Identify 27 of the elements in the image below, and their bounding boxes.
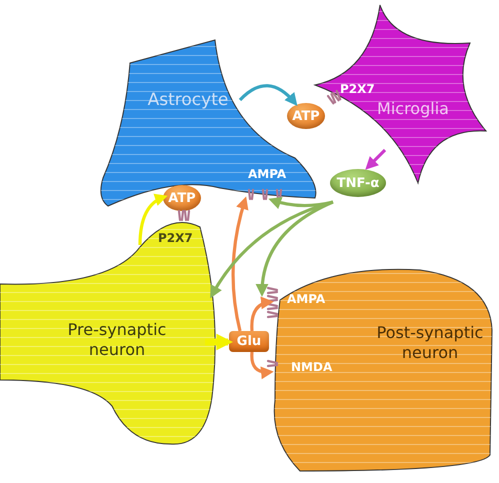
arrow <box>210 200 334 298</box>
arrow <box>205 334 234 350</box>
receptor-label: NMDA <box>291 360 332 374</box>
cell-label: Astrocyte <box>146 90 230 112</box>
arrow <box>232 196 249 332</box>
receptor-label: AMPA <box>287 292 326 306</box>
arrow <box>256 200 334 297</box>
cell-label: Post-synaptic neuron <box>376 323 484 363</box>
molecule-ellipse <box>330 169 386 197</box>
molecule-ellipse <box>287 103 325 129</box>
arrow <box>250 352 274 379</box>
molecule-label: Glu <box>236 334 262 349</box>
cell-label: Pre-synaptic neuron <box>66 320 168 360</box>
cell-label: Microglia <box>376 99 450 119</box>
arrow <box>365 148 386 170</box>
molecule-label: ATP <box>168 190 196 206</box>
molecule-label: TNF-α <box>336 176 380 190</box>
receptor-label: AMPA <box>248 167 286 181</box>
arrow <box>250 297 274 332</box>
arrow <box>268 196 334 209</box>
arrow <box>238 84 298 106</box>
receptor-label: P2X7 <box>340 82 375 96</box>
arrow <box>138 194 168 246</box>
molecule-label: ATP <box>292 108 320 124</box>
molecule-ellipse <box>163 185 201 211</box>
molecule-box <box>229 331 269 352</box>
receptor-label: P2X7 <box>158 231 193 245</box>
